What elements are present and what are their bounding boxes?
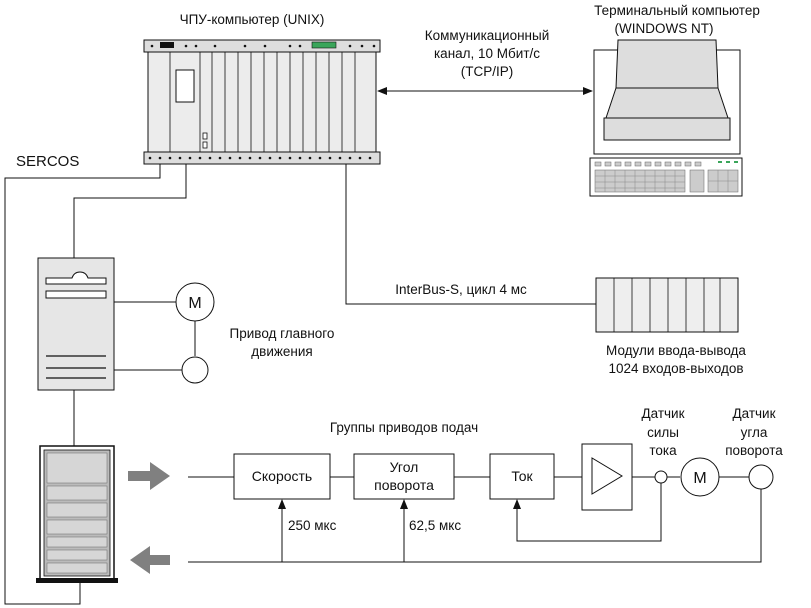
angle-sensor-symbol xyxy=(748,464,774,490)
time-250-label: 250 мкс xyxy=(288,518,337,533)
speed-block xyxy=(233,453,331,500)
sensor-angle-label-2: угла xyxy=(741,425,768,440)
current-label: Ток xyxy=(511,468,533,484)
main-sensor-symbol xyxy=(181,356,209,384)
io-modules-label-2: 1024 входов-выходов xyxy=(608,361,743,376)
angle-label-1: Угол xyxy=(390,459,419,475)
io-modules xyxy=(595,277,739,333)
main-drive-label-2: движения xyxy=(251,344,312,359)
cnc-computer xyxy=(143,39,381,165)
terminal-computer xyxy=(589,39,743,197)
sensor-force-label-3: тока xyxy=(649,443,677,458)
terminal-label-1: Терминальный компьютер xyxy=(594,3,760,18)
sercos-label: SERCOS xyxy=(16,153,79,170)
cnc-computer-label: ЧПУ-компьютер (UNIX) xyxy=(180,12,325,27)
speed-label: Скорость xyxy=(252,468,312,484)
main-motor-label: M xyxy=(188,295,201,312)
sercos-bus-line xyxy=(4,164,161,605)
comm-label-1: Коммуникационный xyxy=(425,28,549,43)
interbus-line xyxy=(345,164,596,305)
sensor-angle-label-3: поворота xyxy=(725,443,783,458)
command-arrow xyxy=(128,462,170,490)
feed-drive-unit xyxy=(36,445,118,583)
current-feedback-line xyxy=(513,483,662,542)
time-62-label: 62,5 мкс xyxy=(409,518,461,533)
sercos-main-drive-line xyxy=(73,164,187,258)
amplifier-triangle xyxy=(591,457,623,495)
angle-feedback-line xyxy=(188,489,762,563)
sensor-angle-label-1: Датчик xyxy=(732,406,775,421)
interbus-label: InterBus-S, цикл 4 мс xyxy=(395,282,527,297)
main-drive-unit xyxy=(37,257,115,391)
comm-label-3: (TCP/IP) xyxy=(461,64,514,79)
feed-motor-label: M xyxy=(693,470,706,487)
io-modules-label-1: Модули ввода-вывода xyxy=(606,343,746,358)
sensor-force-label-2: силы xyxy=(647,425,679,440)
angle-block xyxy=(353,453,455,500)
feed-groups-label: Группы приводов подач xyxy=(330,420,478,435)
current-block xyxy=(489,453,555,500)
angle-label-2: поворота xyxy=(374,477,434,493)
sensor-force-label-1: Датчик xyxy=(641,406,684,421)
comm-label-2: канал, 10 Мбит/с xyxy=(434,46,540,61)
terminal-label-2: (WINDOWS NT) xyxy=(615,21,714,36)
feedback-arrow xyxy=(130,546,170,574)
current-sensor-symbol xyxy=(654,470,668,484)
main-drive-label-1: Привод главного xyxy=(230,326,335,341)
